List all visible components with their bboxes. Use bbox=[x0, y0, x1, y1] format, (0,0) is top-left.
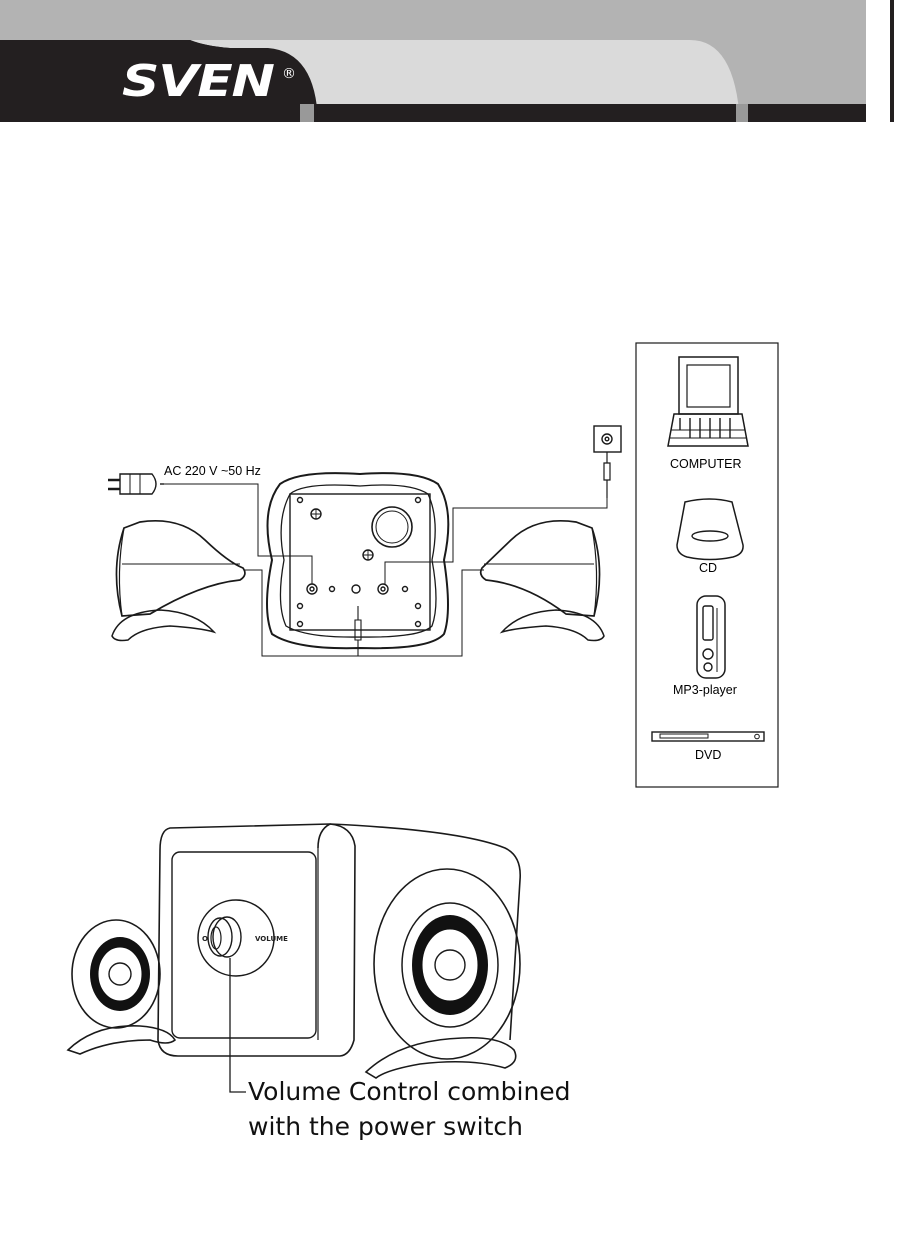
computer-icon bbox=[668, 357, 748, 446]
subwoofer-back-panel bbox=[267, 473, 448, 656]
audio-input-socket bbox=[594, 426, 621, 498]
mp3-player-icon bbox=[697, 596, 725, 678]
left-satellite-speaker bbox=[112, 521, 245, 641]
knob-off-label: O bbox=[202, 936, 208, 943]
power-spec-label: AC 220 V ~50 Hz bbox=[164, 465, 261, 478]
caption-line-2: with the power switch bbox=[248, 1109, 571, 1144]
dvd-icon bbox=[652, 732, 764, 741]
knob-volume-label: VOLUME bbox=[255, 936, 288, 943]
source-label-mp3-player: MP3-player bbox=[673, 684, 737, 697]
cd-icon bbox=[677, 499, 743, 560]
power-plug-icon bbox=[108, 474, 164, 494]
right-satellite-speaker bbox=[481, 521, 604, 641]
volume-control-caption: Volume Control combined with the power s… bbox=[248, 1074, 571, 1144]
subwoofer-front-view bbox=[68, 824, 520, 1092]
caption-line-1: Volume Control combined bbox=[248, 1074, 571, 1109]
source-label-dvd: DVD bbox=[695, 749, 721, 762]
source-label-cd: CD bbox=[699, 562, 717, 575]
source-label-computer: COMPUTER bbox=[670, 458, 742, 471]
